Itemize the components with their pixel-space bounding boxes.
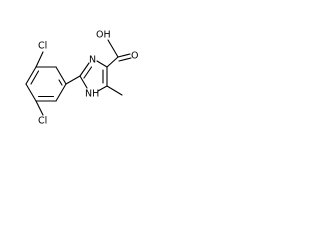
bond-c6-cl-bottom [35, 100, 44, 116]
bond-phenyl-imidazole [65, 75, 81, 85]
double-bond-inner-2 [58, 79, 63, 86]
chlorine-bottom-label: Cl [38, 116, 47, 127]
hydroxyl-label: OH [96, 30, 111, 41]
bond-c1-c2 [25, 66, 37, 85]
carboxylic-acid-group [106, 39, 132, 68]
bond-c-o-double-1 [117, 53, 131, 58]
carbonyl-oxygen-label: O [131, 51, 138, 62]
bond-c3-c4 [55, 66, 67, 85]
chemical-structure-diagram: Cl Cl N NH OH O [25, 30, 138, 127]
bond-c-o-double-2 [118, 57, 132, 62]
double-bond-inner-1 [30, 70, 40, 85]
imidazole-ring [79, 60, 108, 92]
double-bond-c2-n3 [83, 66, 93, 79]
bond-c2-cl-top [35, 51, 44, 68]
bond-c6-c1 [25, 83, 37, 102]
benzene-ring [25, 66, 67, 102]
bond-c4-cooh [106, 56, 119, 68]
chlorine-top-label: Cl [38, 41, 47, 52]
bond-c4-c5 [55, 83, 67, 102]
imidazole-n-label: N [89, 55, 96, 66]
bond-c2-n3 [79, 62, 90, 77]
bond-n3-c4 [96, 60, 108, 68]
imidazole-nh-label: NH [85, 89, 99, 100]
bond-methyl [106, 85, 123, 96]
bond-c-oh [107, 39, 119, 58]
bond-n1-c2 [79, 75, 88, 89]
structure-canvas: Cl Cl N NH OH O [0, 0, 152, 152]
bond-c5-n1 [97, 85, 108, 92]
